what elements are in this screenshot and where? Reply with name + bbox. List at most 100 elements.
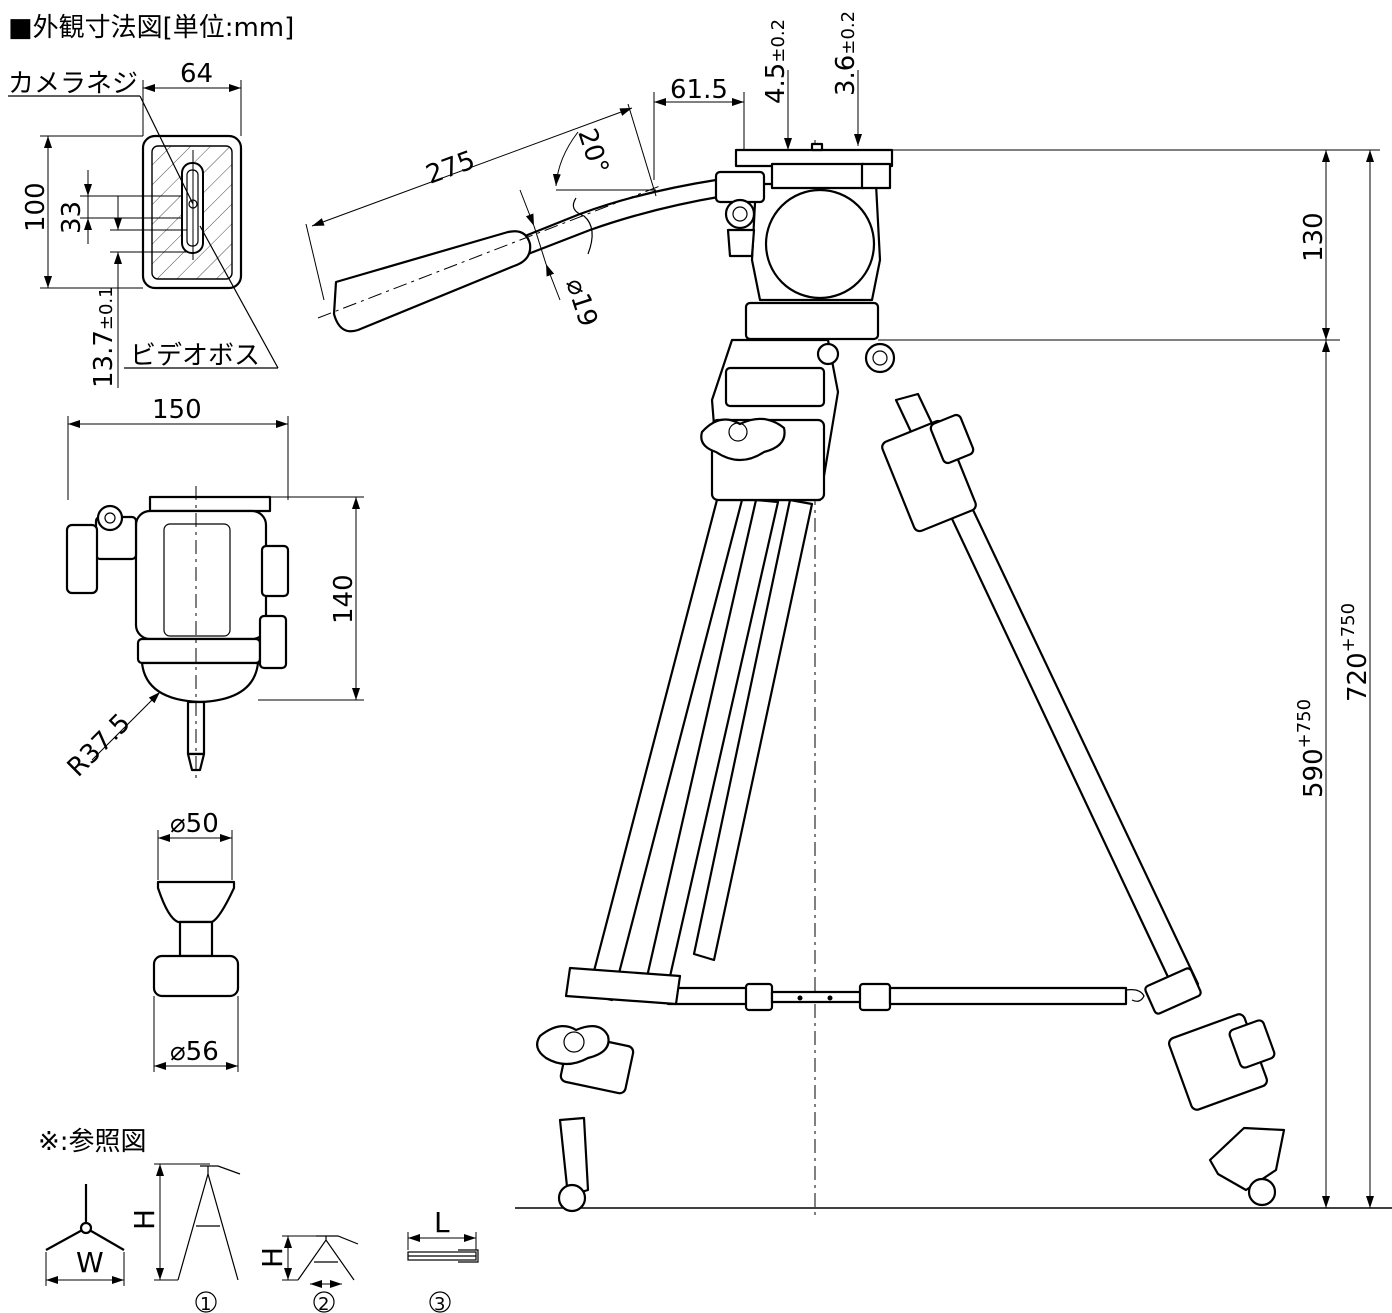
spreader-hook [1125,989,1145,1002]
handle-rod [518,178,726,256]
legs-height-label: 590+750 [1294,699,1329,798]
left-leg-collar [564,966,682,1006]
plate-dim-2-label: 3.6±0.2 [831,11,861,96]
ref-center [79,1221,93,1235]
plate-top-view: 64 100 33 13.7±0.1 カメラネジ ビデオボス [8,59,279,388]
ref-fig3-badge [429,1291,451,1313]
ref-leg-b [45,1227,87,1251]
spreader-tube-left [666,986,750,1006]
hub-band [724,366,826,408]
plate-dim-1-tol: ±0.2 [768,19,789,63]
offset-tolerance: ±0.1 [96,286,117,330]
head-body [134,509,268,641]
handle-angle-label: 20° [571,125,614,178]
leg-hinge-left [816,342,840,366]
reference-figures: ※:参照図 W H 1 H 2 L [38,1127,479,1313]
ref-leg-c [85,1227,125,1251]
left-foot-ball [557,1183,587,1213]
bowl-adapter-view: ⌀50 ⌀56 [152,809,240,1072]
drawing-title: ■外観寸法図[単位:mm] [8,13,294,43]
head-plate-lever [860,162,892,190]
right-foot-lock-knob [1228,1019,1276,1069]
tripod-legs [586,392,1200,1002]
ref-fig1-badge [195,1291,217,1313]
spreader-bar [666,982,1145,1012]
head-body-inner [163,523,231,637]
head-height-main-label: 130 [1299,212,1329,262]
spreader-rod [770,990,864,1004]
handle-length-label: 275 [422,145,479,190]
head-height-label: 140 [329,574,359,624]
ref-h-label-2: H [256,1247,289,1268]
handle-diameter-label: ⌀19 [559,275,603,331]
right-leg-collar [1144,967,1202,1015]
head-lock-knob [258,614,288,670]
head-plate-block [770,162,866,190]
ref-fig2-badge [313,1291,335,1313]
head-width-label: 150 [152,395,202,425]
main-tripod-view: 275 20° ⌀19 61.5 4.5±0.2 3.6±0.2 130 [305,11,1392,1220]
ref-fig2-number: 2 [318,1294,329,1313]
right-foot [1144,967,1286,1207]
handle-offset-label: 61.5 [670,75,728,105]
bowl-bottom-diameter-label: ⌀56 [170,1037,219,1067]
plate-width-label: 64 [180,59,213,89]
leg-hub [700,338,896,502]
spreader-knob-left [744,982,774,1012]
plate-dim-2-value: 3.6 [831,55,861,96]
head-mount-base [744,301,880,341]
camera-screw-label: カメラネジ [8,69,138,99]
legs-height-ext: +750 [1294,699,1315,748]
ref-fig1-number: 1 [200,1294,211,1313]
right-leg-lock [929,413,975,465]
right-foot-ball [1247,1177,1277,1207]
plate-dim-1-value: 4.5 [761,63,791,104]
handle-clamp-screw [724,198,756,230]
ref-fig2-tripod [297,1235,359,1281]
right-foot-spike [1208,1126,1286,1192]
head-side-view: 150 140 R37.5 [62,395,364,783]
ref-w-label: W [76,1246,104,1279]
ref-h-label-1: H [128,1209,161,1230]
handle-grip [332,230,532,333]
head-tilt-drum [764,188,876,300]
spreader-knob-right [858,982,892,1012]
head-plate-pin [810,142,824,152]
handle-clamp-knob [65,523,99,595]
handle-wing-knob [726,228,756,258]
reference-title: ※:参照図 [38,1127,147,1157]
total-height-label: 720+750 [1338,603,1373,702]
head-bowl [140,661,260,704]
left-foot-spike [558,1116,590,1198]
ref-fig1-tripod [177,1165,241,1281]
total-height-base: 720 [1343,652,1373,702]
plate-dim-1-label: 4.5±0.2 [761,19,791,104]
offset-value: 13.7 [89,330,119,388]
video-boss-label: ビデオボス [130,341,260,371]
fluid-head [734,142,894,341]
bowl-cup [156,880,236,924]
head-top-plate [148,495,272,513]
bowl-top-diameter-label: ⌀50 [170,809,219,839]
spreader-tube-right [888,986,1128,1006]
plate-height-label: 100 [21,182,51,232]
bowl-radius-label: R37.5 [62,708,137,783]
offset-label: 13.7±0.1 [89,286,119,388]
bowl-knob [152,954,240,998]
head-pan-knob [260,544,290,598]
left-leg-inner [692,498,814,962]
ref-fig3-number: 3 [434,1294,445,1313]
head-base-ring [136,637,262,665]
left-foot [535,966,682,1213]
clamp-screw-inner [104,512,116,524]
leg-hinge-right [864,342,896,374]
bowl-stem [178,920,214,958]
legs-height-base: 590 [1299,748,1329,798]
ref-l-label: L [434,1206,450,1239]
left-wing-knob [535,1025,610,1066]
pan-handle [317,170,766,333]
total-height-ext: +750 [1338,603,1359,652]
clamp-screw-icon [96,504,124,532]
slot-length-label: 33 [57,201,87,234]
